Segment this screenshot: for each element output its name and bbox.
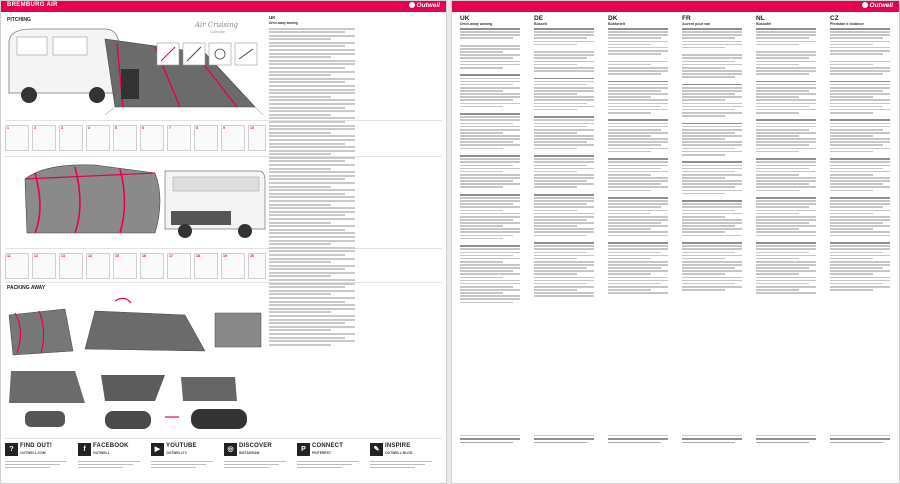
- step-illustration: 1: [5, 125, 29, 151]
- language-title: Busfortelt: [608, 22, 625, 26]
- tile-subtitle: OUTWELL BLOG: [385, 451, 413, 455]
- language-title: Předstan k dodávce: [830, 22, 864, 26]
- document-title: BREMBURG AIR: [7, 2, 58, 8]
- pitching-illustration: PITCHING Air Cruising Collection: [5, 15, 442, 121]
- facebook-icon: f: [78, 443, 91, 456]
- step-illustration: 5: [113, 125, 137, 151]
- social-tile[interactable]: f FACEBOOK OUTWELL: [78, 441, 146, 481]
- step-illustration: 10: [248, 125, 266, 151]
- tile-title: FACEBOOK: [93, 443, 129, 449]
- tile-title: CONNECT: [312, 443, 344, 449]
- language-column-cz: CZ Předstan k dodávce: [830, 15, 890, 455]
- awning-side-illustration: [5, 157, 442, 249]
- step-illustration: 20: [248, 253, 266, 279]
- tile-subtitle: OUTWELLTV: [166, 451, 187, 455]
- pitching-steps-row: 1 2 3 4 5 6 7 8 9 10: [5, 121, 442, 157]
- language-title: Auvent pour van: [682, 22, 711, 26]
- language-code: DK: [608, 15, 618, 22]
- search-icon: ?: [5, 443, 18, 456]
- instagram-icon: ◎: [224, 443, 237, 456]
- collection-subtitle: Collection: [210, 30, 226, 34]
- english-code: UK: [269, 15, 276, 20]
- tile-title: FIND OUT!: [20, 443, 53, 449]
- social-tile[interactable]: ◎ DISCOVER INSTAGRAM: [224, 441, 292, 481]
- step-illustration: 4: [86, 125, 110, 151]
- english-title: Drive-away awning: [269, 21, 298, 25]
- language-title: Drive-away awning: [460, 22, 493, 26]
- social-tile[interactable]: ✎ INSPIRE OUTWELL BLOG: [370, 441, 438, 481]
- brand-icon: [408, 2, 415, 8]
- social-tile[interactable]: ? FIND OUT! OUTWELL.COM: [5, 441, 73, 481]
- language-title: Buszelt: [534, 22, 547, 26]
- social-links-row: ? FIND OUT! OUTWELL.COM f FACEBOOK OUTWE…: [5, 441, 442, 481]
- awning-steps-row: 11 12 13 14 15 16 17 18 19 20: [5, 249, 442, 283]
- van-awning-illustration: [8, 28, 264, 116]
- brand-icon: [861, 2, 868, 8]
- language-code: UK: [460, 15, 470, 22]
- blog-icon: ✎: [370, 443, 383, 456]
- language-column-uk: UK Drive-away awning: [460, 15, 520, 455]
- step-illustration: 12: [32, 253, 56, 279]
- tile-subtitle: INSTAGRAM: [239, 451, 260, 455]
- tile-subtitle: PINTEREST: [312, 451, 332, 455]
- section-label-pitching: PITCHING: [7, 17, 31, 23]
- tile-title: DISCOVER: [239, 443, 272, 449]
- social-tile[interactable]: ▶ YOUTUBE OUTWELLTV: [151, 441, 219, 481]
- language-column-fr: FR Auvent pour van: [682, 15, 742, 455]
- language-footer: [534, 435, 594, 451]
- header-bar-right: Outwell: [452, 1, 899, 12]
- language-footer: [608, 435, 668, 451]
- step-illustration: 15: [113, 253, 137, 279]
- youtube-icon: ▶: [151, 443, 164, 456]
- language-code: CZ: [830, 15, 839, 22]
- tile-subtitle: OUTWELL.COM: [20, 451, 46, 455]
- step-illustration: 17: [167, 253, 191, 279]
- brand-name: Outwell: [416, 2, 440, 9]
- brand-logo: Outwell: [408, 2, 440, 9]
- packing-steps-illustration: [8, 297, 262, 429]
- collection-logo: Air Cruising: [195, 21, 239, 29]
- step-illustration: 2: [32, 125, 56, 151]
- step-illustration: 11: [5, 253, 29, 279]
- step-illustration: 9: [221, 125, 245, 151]
- step-illustration: 18: [194, 253, 218, 279]
- step-illustration: 14: [86, 253, 110, 279]
- brand-name: Outwell: [869, 2, 893, 9]
- header-bar: BREMBURG AIR Outwell: [1, 1, 446, 12]
- tile-title: YOUTUBE: [166, 443, 197, 449]
- packing-away-illustration: PACKING AWAY: [5, 283, 442, 439]
- language-footer: [756, 435, 816, 451]
- language-footer: [460, 435, 520, 451]
- detail-callout-illustration: [156, 42, 258, 66]
- social-tile[interactable]: P CONNECT PINTEREST: [297, 441, 365, 481]
- language-footer: [830, 435, 890, 451]
- language-code: FR: [682, 15, 691, 22]
- language-code: DE: [534, 15, 544, 22]
- pinterest-icon: P: [297, 443, 310, 456]
- step-illustration: 19: [221, 253, 245, 279]
- step-illustration: 13: [59, 253, 83, 279]
- language-column-nl: NL Busluifel: [756, 15, 816, 455]
- english-instructions: UK Drive-away awning: [269, 15, 355, 347]
- language-column-dk: DK Busfortelt: [608, 15, 668, 455]
- step-illustration: 6: [140, 125, 164, 151]
- brand-logo-right: Outwell: [861, 2, 893, 9]
- step-illustration: 16: [140, 253, 164, 279]
- language-column-de: DE Buszelt: [534, 15, 594, 455]
- language-title: Busluifel: [756, 22, 772, 26]
- step-illustration: 7: [167, 125, 191, 151]
- instruction-sheet-left: BREMBURG AIR Outwell PITCHING Air Cruisi…: [0, 0, 447, 484]
- tile-subtitle: OUTWELL: [93, 451, 110, 455]
- step-illustration: 3: [59, 125, 83, 151]
- instruction-sheet-right: Outwell UK Drive-away awning DE Buszelt: [451, 0, 900, 484]
- language-footer: [682, 435, 742, 451]
- tile-title: INSPIRE: [385, 443, 411, 449]
- awning-frame-illustration: [24, 164, 266, 238]
- step-illustration: 8: [194, 125, 218, 151]
- language-code: NL: [756, 15, 765, 22]
- section-label-packing: PACKING AWAY: [7, 285, 46, 291]
